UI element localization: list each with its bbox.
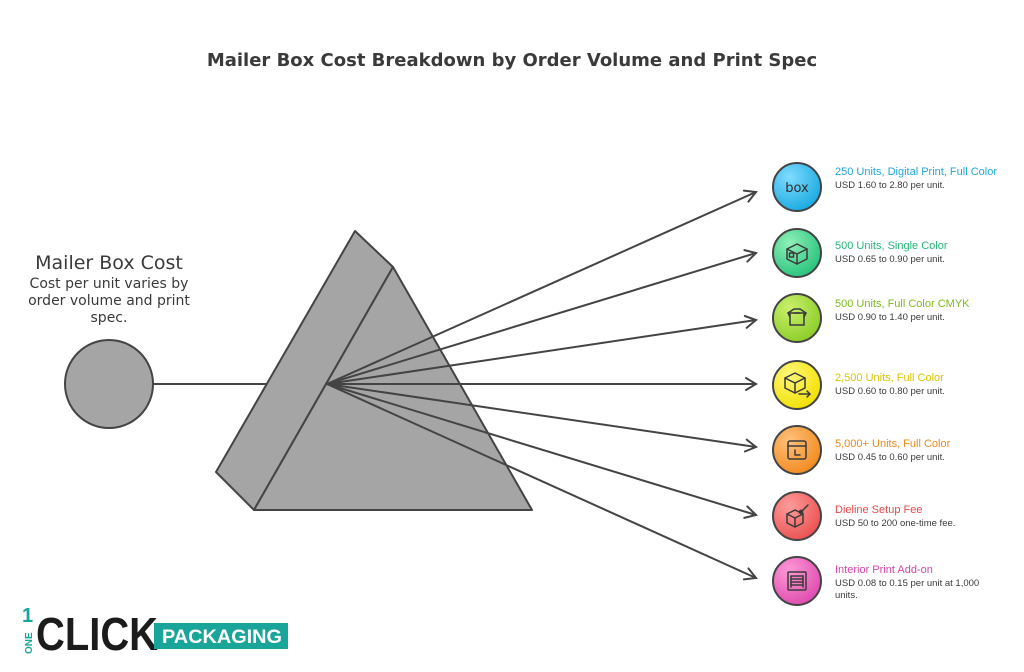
prism [215, 230, 533, 511]
ray-3-arrowhead [743, 315, 758, 329]
item-1: 250 Units, Digital Print, Full Color USD… [835, 166, 1015, 192]
ray-1-arrowhead [742, 189, 758, 203]
item-circle-7 [772, 556, 822, 606]
ray-6-arrowhead [743, 505, 758, 519]
package-icon [786, 243, 808, 265]
box-text-icon: box [785, 181, 809, 196]
item-3-detail: USD 0.90 to 1.40 per unit. [835, 312, 945, 323]
item-4-heading: 2,500 Units, Full Color [835, 372, 944, 384]
item-2-heading: 500 Units, Single Color [835, 240, 948, 252]
ray-3 [326, 319, 757, 385]
item-7: Interior Print Add-on USD 0.08 to 0.15 p… [835, 564, 1015, 602]
item-5-detail: USD 0.45 to 0.60 per unit. [835, 452, 945, 463]
box-arrow-icon [784, 372, 811, 398]
item-2-detail: USD 0.65 to 0.90 per unit. [835, 254, 945, 265]
ray-5 [326, 383, 757, 448]
logo-vertical-text: ONE [24, 632, 35, 654]
box-label-icon [787, 440, 807, 460]
ray-7 [326, 383, 757, 579]
item-6-detail: USD 50 to 200 one-time fee. [835, 518, 956, 529]
item-6-heading: Dieline Setup Fee [835, 504, 923, 516]
item-1-detail: USD 1.60 to 2.80 per unit. [835, 180, 945, 191]
item-circle-4 [772, 360, 822, 410]
item-circle-3 [772, 293, 822, 343]
output-rays [326, 189, 758, 581]
ray-5-arrowhead [743, 438, 758, 453]
item-6: Dieline Setup Fee USD 50 to 200 one-time… [835, 504, 1015, 530]
ray-2 [326, 252, 757, 385]
item-5-heading: 5,000+ Units, Full Color [835, 438, 951, 450]
item-5: 5,000+ Units, Full Color USD 0.45 to 0.6… [835, 438, 1015, 464]
item-circle-6 [772, 491, 822, 541]
ray-2-arrowhead [743, 249, 758, 263]
ray-1 [326, 191, 757, 385]
logo-tagline: PACKAGING [162, 627, 282, 648]
logo-wordmark: CLICK [36, 608, 158, 656]
ray-7-arrowhead [742, 567, 758, 581]
source-circle [64, 339, 154, 429]
diagram-title: Mailer Box Cost Breakdown by Order Volum… [206, 50, 818, 71]
ray-6 [326, 383, 757, 516]
item-circle-2 [772, 228, 822, 278]
item-circle-5 [772, 425, 822, 475]
item-7-detail: USD 0.08 to 0.15 per unit at 1,000 units… [835, 578, 980, 601]
item-4-detail: USD 0.60 to 0.80 per unit. [835, 386, 945, 397]
item-2: 500 Units, Single Color USD 0.65 to 0.90… [835, 240, 1015, 266]
logo-tagline-background [154, 623, 288, 649]
item-4: 2,500 Units, Full Color USD 0.60 to 0.80… [835, 372, 1015, 398]
item-circle-1 [772, 162, 822, 212]
item-3-heading: 500 Units, Full Color CMYK [835, 298, 970, 310]
item-3: 500 Units, Full Color CMYK USD 0.90 to 1… [835, 298, 1015, 324]
company-logo: 1 ONE CLICK PACKAGING [22, 605, 288, 656]
grid-box-icon [787, 571, 807, 591]
item-1-heading: 250 Units, Digital Print, Full Color [835, 166, 998, 178]
item-circles [772, 162, 822, 606]
source-description: Cost per unit varies by order volume and… [28, 276, 190, 326]
logo-number: 1 [22, 605, 33, 627]
source-heading: Mailer Box Cost [35, 252, 183, 274]
box-brush-icon [786, 504, 809, 528]
item-7-heading: Interior Print Add-on [835, 564, 933, 576]
ray-4-arrowhead [745, 377, 758, 391]
open-box-icon [787, 308, 807, 326]
